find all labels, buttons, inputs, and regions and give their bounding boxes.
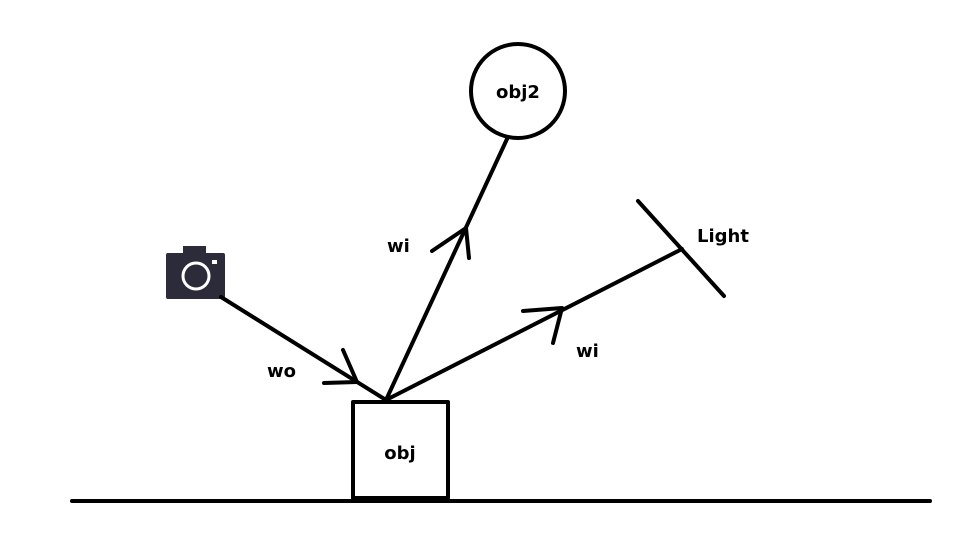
wi-arrowhead-lower xyxy=(521,306,564,345)
wi-arrowhead-upper xyxy=(430,226,471,260)
obj-label: obj xyxy=(384,443,415,464)
wo-label: wo xyxy=(267,361,296,382)
camera-icon xyxy=(166,246,225,299)
obj2-label: obj2 xyxy=(496,82,540,103)
wi-ray-upper xyxy=(384,137,509,402)
wi-ray-lower xyxy=(384,247,684,402)
obj-box xyxy=(351,400,450,500)
wi-label-upper: wi xyxy=(387,236,410,257)
wo-arrowhead xyxy=(322,348,359,385)
light-label: Light xyxy=(697,226,749,247)
wi-label-lower: wi xyxy=(576,341,599,362)
obj2-circle xyxy=(469,42,567,140)
wo-ray xyxy=(219,295,388,402)
